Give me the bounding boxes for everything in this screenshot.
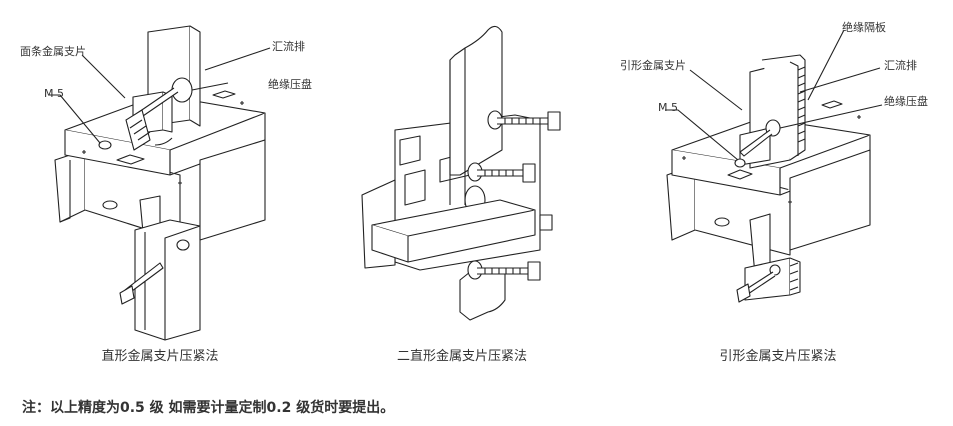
label-face-strip-metal-clip: 面条金属支片 bbox=[20, 45, 86, 58]
label-insulation-partition: 绝缘隔板 bbox=[842, 21, 886, 34]
figure-3-drawing bbox=[665, 29, 883, 303]
figure-3-caption: 引形金属支片压紧法 bbox=[719, 349, 837, 364]
figure-2-drawing bbox=[361, 25, 561, 321]
precision-note: 注：以上精度为0.5 级 如需要计量定制0.2 级货时要提出。 bbox=[22, 400, 395, 416]
label-lead-metal-clip: 引形金属支片 bbox=[620, 59, 686, 72]
label-m5: M 5 bbox=[44, 87, 64, 100]
figure-1-caption: 直形金属支片压紧法 bbox=[101, 349, 219, 364]
label-busbar: 汇流排 bbox=[272, 40, 305, 53]
figure-2-caption: 二直形金属支片压紧法 bbox=[396, 349, 527, 364]
label-insulation-disc-3: 绝缘压盘 bbox=[884, 95, 928, 108]
label-m5-3: M 5 bbox=[658, 101, 678, 114]
label-insulation-disc: 绝缘压盘 bbox=[268, 78, 312, 91]
label-busbar-3: 汇流排 bbox=[884, 59, 917, 72]
figure-1-drawing bbox=[48, 25, 271, 341]
